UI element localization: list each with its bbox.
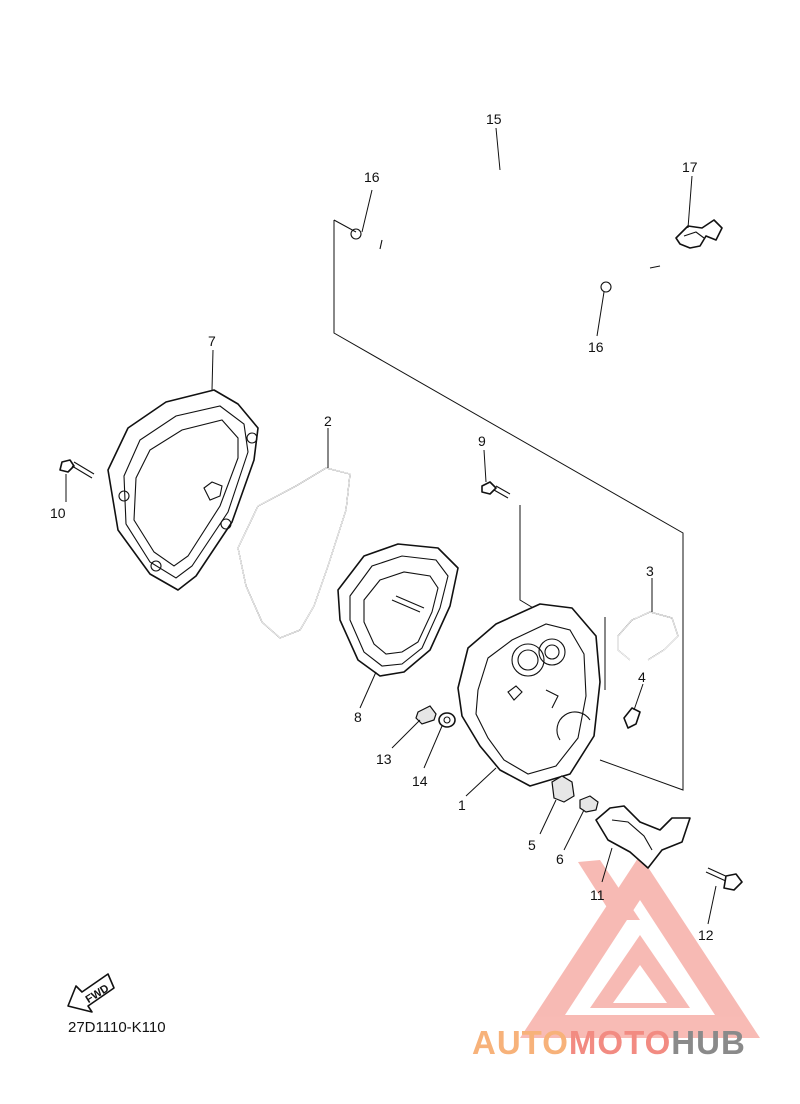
collar (415, 705, 437, 725)
case-screw (481, 481, 511, 499)
watermark-logo-icon (520, 855, 760, 1038)
washer (438, 712, 456, 728)
part-label-9: 9 (478, 433, 486, 449)
part-label-13: 13 (376, 751, 392, 767)
watermark-text-auto: AUTO (472, 1024, 569, 1061)
case-seal (237, 467, 351, 639)
part-label-8: 8 (354, 709, 362, 725)
part-label-7: 7 (208, 333, 216, 349)
air-filter-element (337, 543, 459, 677)
bracket-bolt (705, 867, 743, 891)
part-label-2: 2 (324, 413, 332, 429)
part-label-4: 4 (638, 669, 646, 685)
hose-holder (675, 219, 723, 249)
part-label-11: 11 (590, 887, 605, 903)
collar-small (579, 795, 599, 813)
cap-gasket (617, 611, 679, 661)
part-label-3: 3 (646, 563, 654, 579)
case-clip (623, 707, 641, 729)
forward-arrow-icon: FWD (67, 973, 115, 1013)
part-label-17: 17 (682, 159, 698, 175)
grommet (551, 775, 575, 803)
part-label-15: 15 (486, 111, 502, 127)
part-label-10: 10 (50, 505, 66, 521)
part-label-1: 1 (458, 797, 466, 813)
air-filter-case (457, 603, 601, 787)
cover-screw (59, 459, 95, 479)
part-label-12: 12 (698, 927, 714, 943)
breather-hose (368, 156, 661, 304)
watermark-brand-text: AUTOMOTOHUB (472, 1024, 746, 1061)
diagram-code: 27D1110-K110 (68, 1019, 166, 1036)
part-label-16-upper: 16 (364, 169, 380, 185)
watermark-text-moto: MOTO (569, 1024, 671, 1061)
bracket (595, 805, 691, 869)
part-label-14: 14 (412, 773, 428, 789)
watermark-text-hub: HUB (671, 1024, 746, 1061)
part-label-6: 6 (556, 851, 564, 867)
leader-lines (65, 127, 717, 925)
air-filter-case-cover (107, 389, 259, 591)
part-label-16-lower: 16 (588, 339, 604, 355)
part-label-5: 5 (528, 837, 536, 853)
hose-clip-upper (350, 228, 362, 240)
hose-clip-lower (600, 281, 612, 293)
